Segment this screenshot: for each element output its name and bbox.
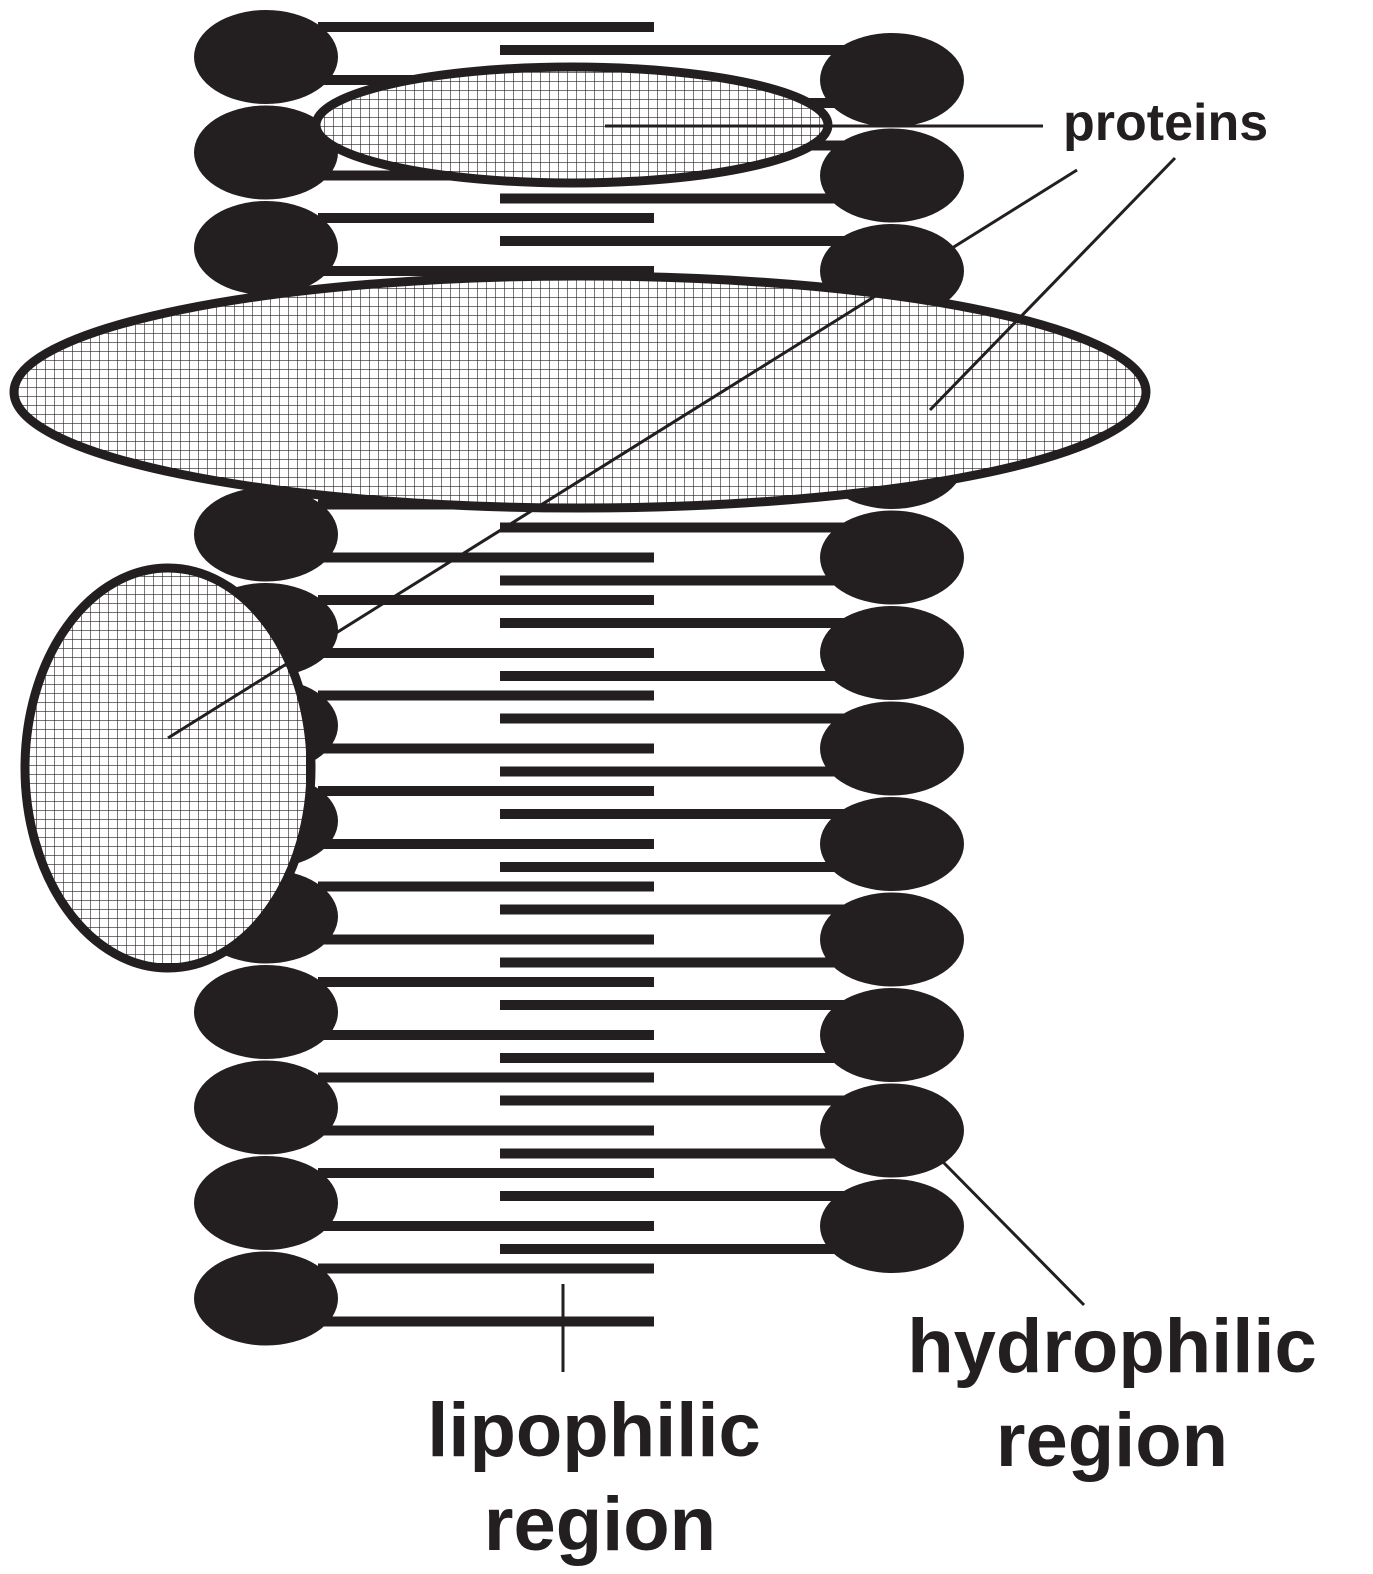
lipid-tail bbox=[500, 1000, 872, 1010]
lipid-tail bbox=[500, 236, 872, 246]
lipid-head bbox=[820, 702, 964, 796]
phospholipid bbox=[194, 965, 654, 1059]
lipid-tail bbox=[500, 958, 872, 968]
phospholipid bbox=[194, 1061, 654, 1155]
lipid-tail bbox=[318, 595, 654, 605]
lipid-tail bbox=[500, 671, 872, 681]
lipid-tail bbox=[318, 1126, 654, 1136]
lipid-head bbox=[820, 893, 964, 987]
lipid-tail bbox=[500, 618, 872, 628]
lipid-tail bbox=[318, 839, 654, 849]
lipid-tail bbox=[500, 862, 872, 872]
lipid-tail bbox=[318, 1073, 654, 1083]
protein-left-peripheral bbox=[25, 568, 311, 968]
lipid-head bbox=[820, 988, 964, 1082]
hydrophilic-label-line1: hydrophilic bbox=[907, 1304, 1317, 1389]
lipid-tail bbox=[318, 1317, 654, 1327]
hydrophilic-label-line2: region bbox=[996, 1398, 1228, 1483]
lipid-tail bbox=[318, 1221, 654, 1231]
lipid-head bbox=[194, 488, 338, 582]
lipid-head bbox=[820, 797, 964, 891]
lipid-head bbox=[194, 1252, 338, 1346]
lipid-tail bbox=[318, 786, 654, 796]
lipid-head bbox=[820, 129, 964, 223]
leader-line-hydrophilic bbox=[943, 1162, 1084, 1305]
lipid-tail bbox=[318, 22, 654, 32]
lipid-tail bbox=[318, 1030, 654, 1040]
lipid-tail bbox=[500, 905, 872, 915]
lipid-tail bbox=[500, 1244, 872, 1254]
phospholipid bbox=[194, 1252, 654, 1346]
proteins-label: proteins bbox=[1063, 94, 1268, 152]
lipid-tail bbox=[318, 882, 654, 892]
lipid-tail bbox=[500, 194, 872, 204]
protein-large-transmembrane bbox=[14, 276, 1146, 508]
lipid-head bbox=[820, 33, 964, 127]
lipid-head bbox=[194, 965, 338, 1059]
lipid-head bbox=[820, 606, 964, 700]
lipid-tail bbox=[500, 1053, 872, 1063]
phospholipid bbox=[194, 1156, 654, 1250]
lipid-head bbox=[194, 10, 338, 104]
lipid-tail bbox=[318, 1168, 654, 1178]
lipid-tail bbox=[500, 714, 872, 724]
lipid-head bbox=[194, 201, 338, 295]
lipid-tail bbox=[500, 523, 872, 533]
lipid-tail bbox=[500, 809, 872, 819]
lipid-tail bbox=[500, 767, 872, 777]
lipid-tail bbox=[318, 744, 654, 754]
lipid-tail bbox=[500, 1191, 872, 1201]
lipophilic-label-line1: lipophilic bbox=[427, 1388, 761, 1473]
lipid-tail bbox=[500, 1149, 872, 1159]
lipid-tail bbox=[318, 691, 654, 701]
lipid-tail bbox=[318, 213, 654, 223]
lipid-head bbox=[820, 1179, 964, 1273]
lipid-tail bbox=[500, 576, 872, 586]
lipid-tail bbox=[318, 977, 654, 987]
lipid-tail bbox=[500, 1096, 872, 1106]
lipid-tail bbox=[318, 648, 654, 658]
lipid-head bbox=[820, 511, 964, 605]
lipid-head bbox=[194, 1061, 338, 1155]
lipophilic-label-line2: region bbox=[484, 1482, 716, 1567]
lipid-tail bbox=[318, 553, 654, 563]
lipid-head bbox=[194, 1156, 338, 1250]
lipid-tail bbox=[318, 935, 654, 945]
lipid-tail bbox=[500, 45, 872, 55]
lipid-tail bbox=[318, 1264, 654, 1274]
